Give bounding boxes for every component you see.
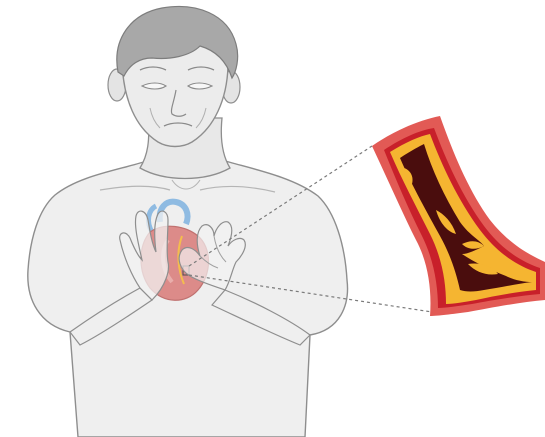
artery-cross-section xyxy=(372,116,545,316)
